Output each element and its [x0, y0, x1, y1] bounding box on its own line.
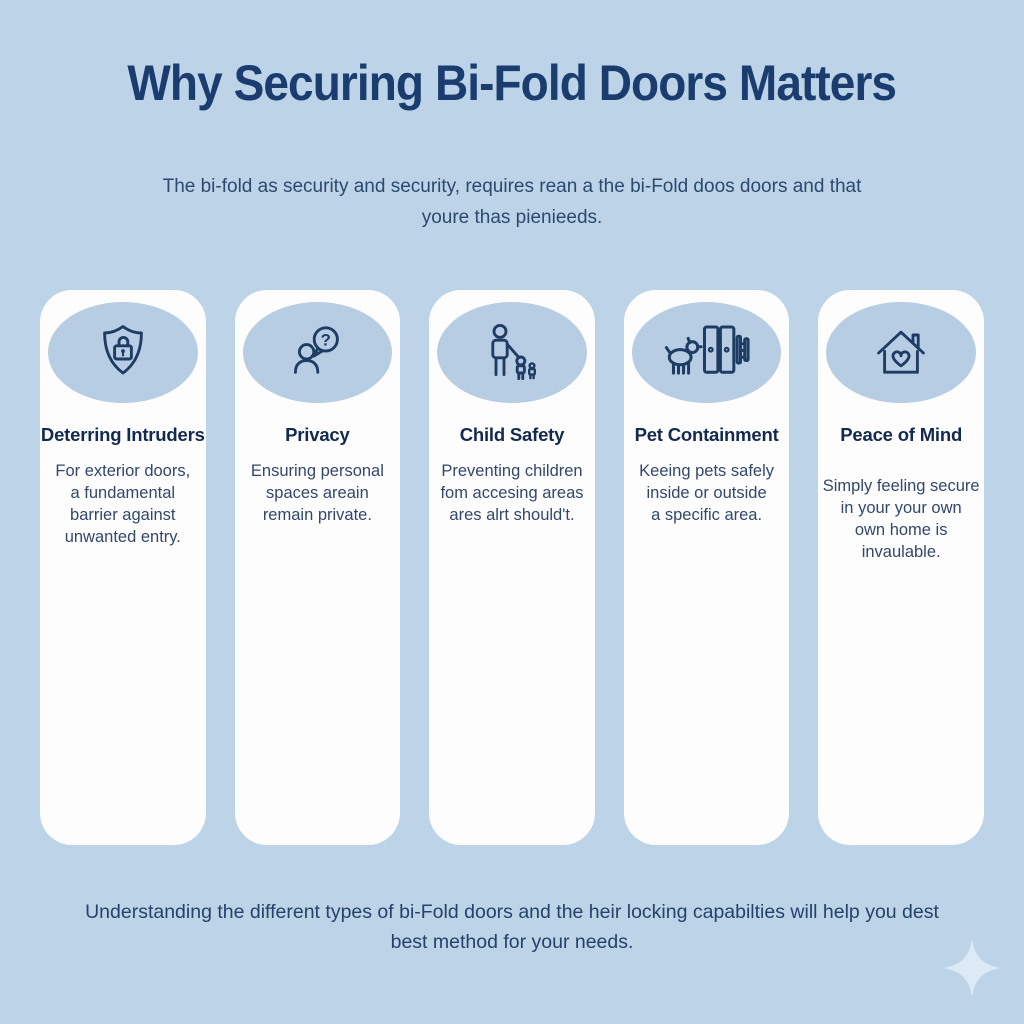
card-description: Preventing children fom accesing areas a…	[440, 462, 584, 524]
shield-lock-icon	[91, 321, 155, 385]
person-question-icon: ?	[285, 321, 349, 385]
page-title-text: Why Securing Bi-Fold Doors Matters	[127, 55, 898, 111]
card-privacy: ? Privacy Ensuring personal spaces areai…	[234, 290, 401, 845]
subtitle: The bi-fold as security and security, re…	[162, 176, 862, 228]
card-title: Deterring Intruders	[40, 424, 205, 445]
card-title: Child Safety	[459, 424, 565, 445]
icon-oval: ?	[242, 302, 393, 403]
sparkle-icon	[941, 937, 1003, 1004]
card-description: Keeing pets safely inside or outside a s…	[639, 462, 774, 524]
footer-note: Understanding the different types of bi-…	[85, 901, 939, 954]
svg-text:?: ?	[321, 330, 331, 349]
card-child-safety: Child Safety Preventing children fom acc…	[429, 290, 595, 845]
icon-oval	[826, 302, 976, 403]
dog-bifold-door-icon	[661, 322, 753, 384]
icon-oval	[48, 302, 198, 403]
card-description: Ensuring personal spaces areain remain p…	[250, 462, 384, 524]
card-deterring-intruders: Deterring Intruders For exterior doors, …	[40, 290, 206, 845]
card-description: Simply feeling secure in your your own o…	[822, 477, 980, 561]
adult-child-icon	[476, 321, 548, 385]
house-heart-icon	[869, 321, 933, 385]
card-peace-of-mind: Peace of Mind Simply feeling secure in y…	[818, 290, 984, 845]
icon-oval	[437, 302, 587, 403]
card-pet-containment: Pet Containment Keeing pets safely insid…	[623, 290, 790, 845]
icon-oval	[631, 302, 782, 403]
benefit-cards-row: Deterring Intruders For exterior doors, …	[40, 290, 984, 845]
card-title: Peace of Mind	[840, 424, 963, 445]
page-title: Why Securing Bi-Fold Doors Matters	[0, 54, 1024, 112]
card-title: Privacy	[285, 424, 350, 445]
card-title: Pet Containment	[634, 424, 779, 445]
card-description: For exterior doors, a fundamental barrie…	[55, 462, 191, 546]
